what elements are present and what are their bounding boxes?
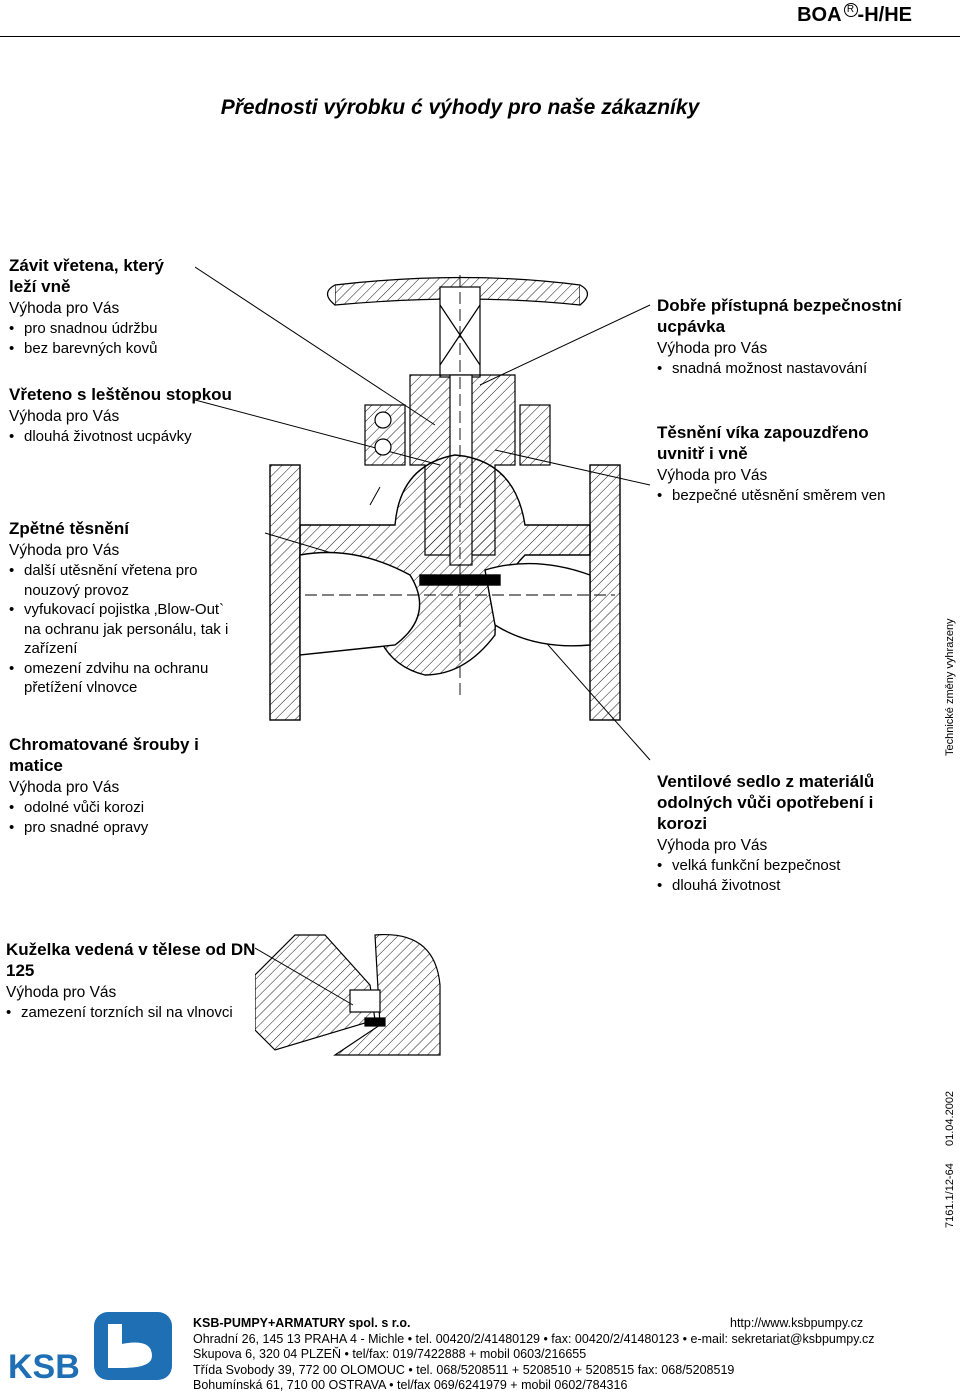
feature-bolts: Chromatované šrouby i matice Výhoda pro … [9,734,209,837]
feature-seat: Ventilové sedlo z materiálů odolných vůč… [657,771,907,895]
advantage-label: Výhoda pro Vás [6,984,117,1001]
address-praha: Ohradní 26, 145 13 PRAHA 4 - Michle • te… [193,1331,875,1346]
address-plzen: Skupova 6, 320 04 PLZEŇ • tel/fax: 019/7… [193,1347,587,1362]
feature-bonnet: Těsnění víka zapouzdřeno uvnitř i vně Vý… [657,422,919,506]
handwheel [326,276,589,378]
benefit-item: snadná možnost nastavování [657,359,919,379]
docno-vertical: 7161.1/12-64 [944,1163,956,1228]
benefit-item: bezpečné utěsnění směrem ven [657,486,919,506]
feature-heading: Kuželka vedená v tělese od DN 125 [6,940,256,980]
benefit-item: pro snadnou údržbu [9,319,189,339]
feature-heading: Zpětné těsnění [9,519,129,538]
header-rule [0,36,960,37]
feature-heading: Chromatované šrouby i matice [9,735,199,775]
advantage-label: Výhoda pro Vás [657,837,768,854]
feature-heading: Závit vřetena, který leží vně [9,256,164,296]
ksb-logo: KSB [8,1312,172,1384]
notice-vertical: Technické změny vyhrazeny [944,618,956,756]
company-name: KSB-PUMPY+ARMATURY spol. s r.o. [193,1316,411,1330]
advantage-label: Výhoda pro Vás [657,340,768,357]
address-ostrava: Bohumínská 61, 710 00 OSTRAVA • tel/fax … [193,1378,628,1393]
feature-heading: Vřeteno s leštěnou stopkou [9,385,232,404]
logo-text: KSB [8,1348,80,1384]
feature-heading: Ventilové sedlo z materiálů odolných vůč… [657,772,875,833]
benefit-item: vyfukovací pojistka ‚Blow-Out` na ochran… [9,600,231,659]
date-vertical: 01.04.2002 [944,1090,956,1146]
address-olomouc: Třída Svobody 39, 772 00 OLOMOUC • tel. … [193,1362,735,1377]
benefit-item: dlouhá životnost ucpávky [9,427,269,447]
feature-heading: Těsnění víka zapouzdřeno uvnitř i vně [657,423,869,463]
benefit-item: omezení zdvihu na ochranu přetížení vlno… [9,659,231,698]
disc-guide-detail [255,933,441,1056]
advantage-label: Výhoda pro Vás [657,467,768,484]
benefit-item: pro snadné opravy [9,818,209,838]
benefit-item: velká funkční bezpečnost [657,856,907,876]
centerlines [305,275,615,695]
feature-spindle: Vřeteno s leštěnou stopkou Výhoda pro Vá… [9,384,269,447]
benefit-item: zamezení torzních sil na vlnovci [6,1003,256,1023]
footer-contacts: KSB-PUMPY+ARMATURY spol. s r.o. Ohradní … [193,1316,875,1394]
feature-disc: Kuželka vedená v tělese od DN 125 Výhoda… [6,939,256,1023]
advantage-label: Výhoda pro Vás [9,542,120,559]
benefit-item: bez barevných kovů [9,339,189,359]
website-link[interactable]: http://www.ksbpumpy.cz [730,1316,864,1330]
advantage-label: Výhoda pro Vás [9,300,120,317]
benefit-item: odolné vůči korozi [9,798,209,818]
advantage-label: Výhoda pro Vás [9,779,120,796]
valve-body [269,454,621,721]
page-title: Přednosti výrobku ć výhody pro naše záka… [220,96,700,119]
feature-heading: Dobře přístupná bezpečnostní ucpávka [657,296,902,336]
feature-gland: Dobře přístupná bezpečnostní ucpávka Výh… [657,295,919,379]
feature-backseat: Zpětné těsnění Výhoda pro Vás další utěs… [9,518,231,698]
valve-drawing [195,266,651,761]
benefit-item: dlouhá životnost [657,876,907,896]
benefit-item: další utěsnění vřetena pro nouzový provo… [9,561,231,600]
advantage-label: Výhoda pro Vás [9,408,120,425]
feature-thread: Závit vřetena, který leží vně Výhoda pro… [9,255,189,358]
registered-mark: R [843,3,858,17]
